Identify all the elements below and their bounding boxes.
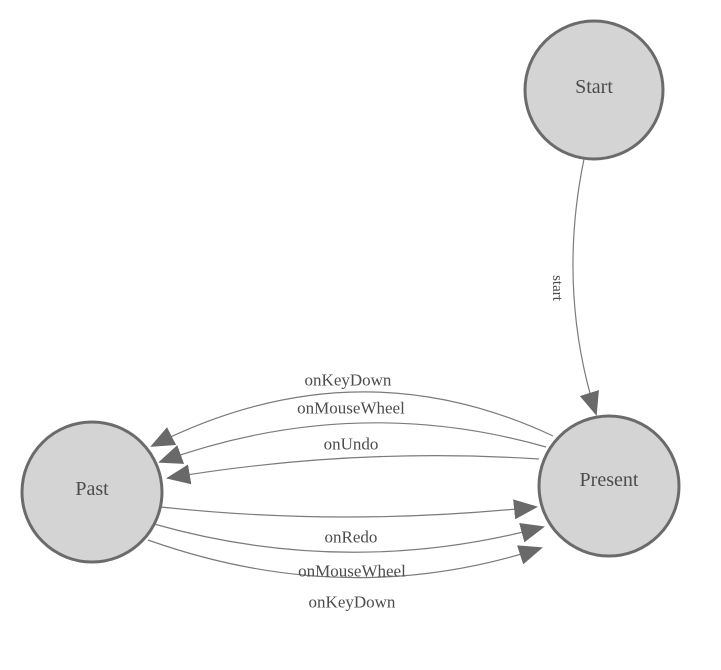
transition-label-onmousewheel-top: onMouseWheel xyxy=(297,399,405,418)
transition-label-start: start xyxy=(549,275,565,302)
transition-past-to-present-onmousewheel xyxy=(153,523,545,553)
state-node-start xyxy=(523,19,665,161)
transition-past-to-present-onkeydown xyxy=(147,539,543,579)
state-nodes-group: Start Past Present xyxy=(20,19,681,564)
transition-label-onundo: onUndo xyxy=(324,435,379,454)
transition-start-to-present xyxy=(572,158,599,416)
transition-label-onkeydown-bottom: onKeyDown xyxy=(309,593,396,612)
transition-present-to-past-onmousewheel xyxy=(158,422,547,464)
transition-label-onmousewheel-bottom: onMouseWheel xyxy=(298,562,406,581)
transition-label-onredo: onRedo xyxy=(325,528,378,547)
transition-past-to-present-onredo xyxy=(160,499,538,520)
state-node-present-label: Present xyxy=(580,469,639,491)
state-node-start-label: Start xyxy=(575,76,613,98)
state-node-past xyxy=(20,420,164,564)
transition-present-to-past-onundo xyxy=(166,455,540,485)
state-node-present xyxy=(537,414,681,558)
transition-present-to-past-onkeydown xyxy=(150,391,554,447)
transitions-group xyxy=(147,158,599,579)
state-node-past-label: Past xyxy=(75,478,109,500)
transition-label-onkeydown-top: onKeyDown xyxy=(305,371,392,390)
transition-labels-group: start onKeyDown onMouseWheel onUndo onRe… xyxy=(297,275,565,611)
